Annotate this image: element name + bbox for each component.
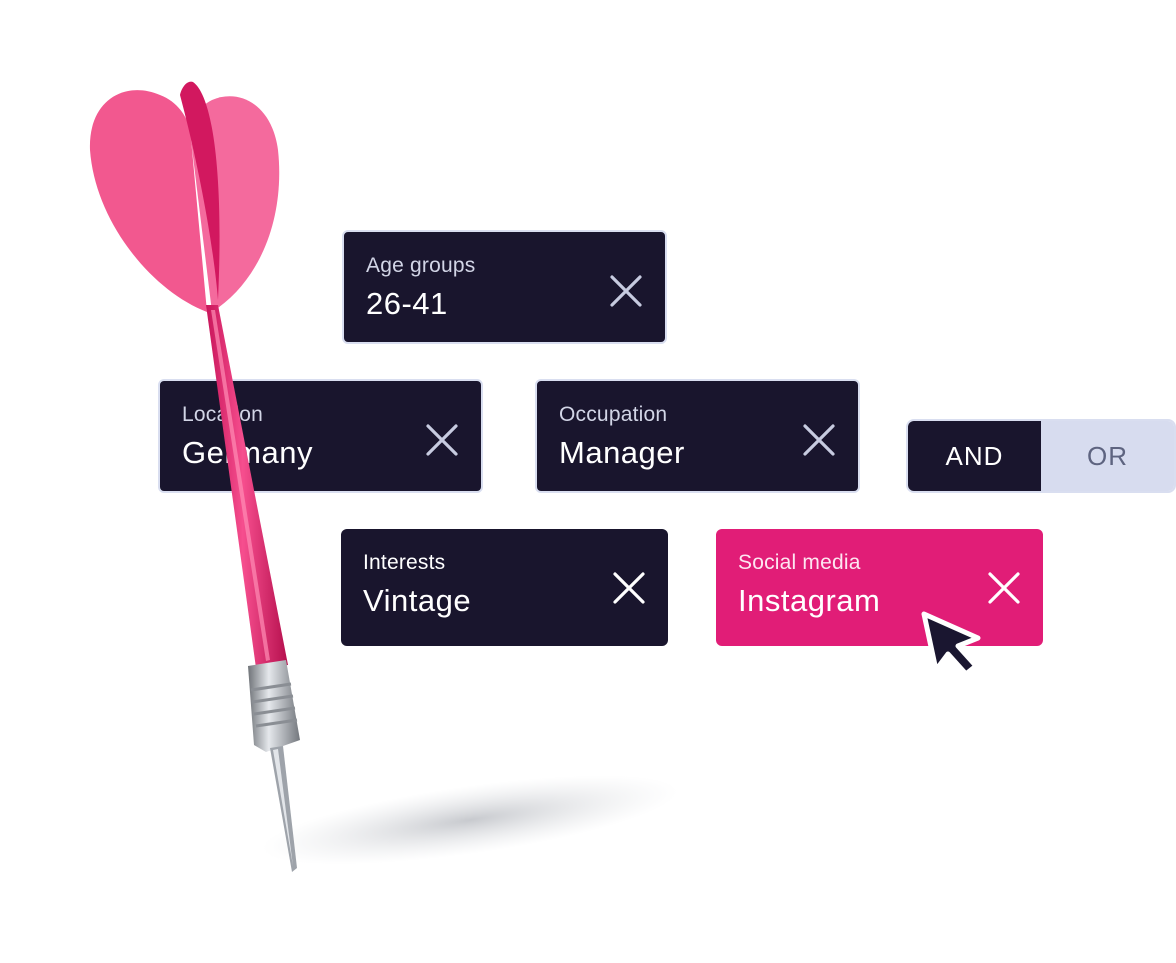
close-icon[interactable] <box>987 571 1021 605</box>
logic-toggle: AND OR <box>906 419 1176 493</box>
filter-value: Manager <box>559 435 685 470</box>
close-icon[interactable] <box>425 423 459 457</box>
filter-value: 26-41 <box>366 286 448 321</box>
filter-value: Instagram <box>738 583 881 618</box>
filter-label: Occupation <box>559 403 668 426</box>
filter-label: Social media <box>738 551 861 574</box>
mouse-cursor-icon <box>921 611 981 677</box>
close-icon[interactable] <box>802 423 836 457</box>
filter-chip-social-media[interactable]: Social media Instagram <box>716 529 1043 646</box>
filter-label: Age groups <box>366 254 476 277</box>
and-option[interactable]: AND <box>908 421 1041 491</box>
close-icon[interactable] <box>612 571 646 605</box>
close-icon[interactable] <box>609 274 643 308</box>
filter-label: Location <box>182 403 263 426</box>
filter-chip-location[interactable]: Location Germany <box>158 379 483 493</box>
filter-value: Germany <box>182 435 313 470</box>
or-option[interactable]: OR <box>1041 421 1174 491</box>
filter-chip-occupation[interactable]: Occupation Manager <box>535 379 860 493</box>
filter-label: Interests <box>363 551 446 574</box>
filter-chip-age-groups[interactable]: Age groups 26-41 <box>342 230 667 344</box>
filter-value: Vintage <box>363 583 472 618</box>
filter-chip-interests[interactable]: Interests Vintage <box>341 529 668 646</box>
